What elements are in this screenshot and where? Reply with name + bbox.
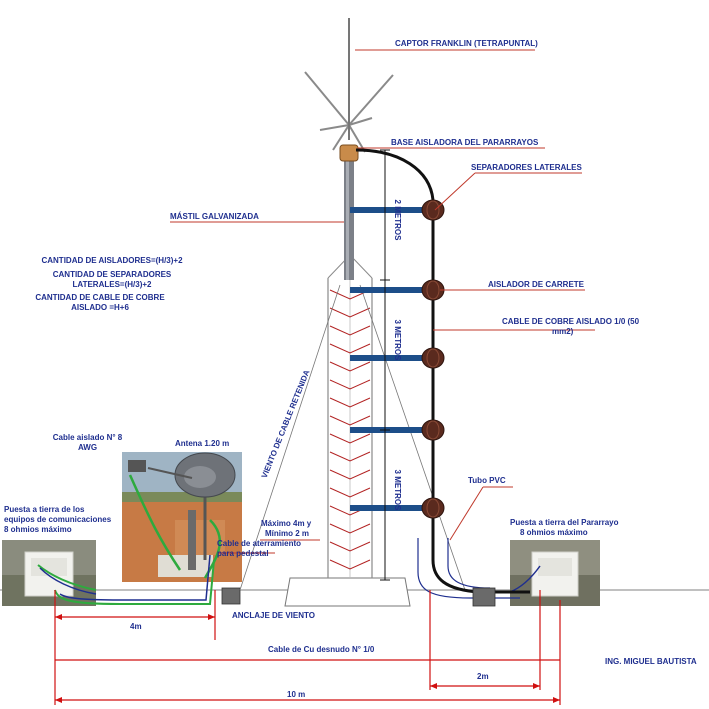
spool-insulator-ring <box>426 420 440 440</box>
label-puesta-pararrayo-1: Puesta a tierra del Pararrayo <box>510 518 619 527</box>
label-maximo-2: Mínimo 2 m <box>265 529 309 538</box>
label-cable-aislado-line2: AWG <box>77 443 98 452</box>
dimension-arrows <box>55 614 560 703</box>
label-puesta-equipos-line3: 8 ohmios máximo <box>4 525 72 534</box>
pvc-tube <box>417 538 520 599</box>
ruler-label-2m: 2 METROS <box>393 200 402 242</box>
label-separadores: SEPARADORES LATERALES <box>471 163 582 172</box>
label-puesta-equipos: Puesta a tierra de los equipos de comuni… <box>4 505 124 535</box>
dim-2m: 2m <box>477 672 489 681</box>
lateral-separator <box>350 207 428 213</box>
label-base: BASE AISLADORA DEL PARARRAYOS <box>391 138 539 147</box>
formula-separadores: CANTIDAD DE SEPARADORES LATERALES=(H/3)+… <box>22 270 202 290</box>
leader-lines <box>170 49 595 554</box>
spool-insulator <box>421 419 445 441</box>
left-ground-box-photo <box>2 540 97 606</box>
label-maximo-1: Máximo 4m y <box>261 519 312 528</box>
label-cable-aislado: Cable aislado N° 8 AWG <box>40 433 135 453</box>
wind-anchor-right <box>472 587 496 607</box>
lateral-separator <box>350 355 428 361</box>
label-puesta-equipos-line2: equipos de comunicaciones <box>4 515 112 524</box>
ground-cable-blue <box>59 554 211 601</box>
formula-cable-line2: AISLADO =H+6 <box>71 303 129 312</box>
label-cable-desnudo: Cable de Cu desnudo N° 1/0 <box>268 645 375 654</box>
formula-cable-line1: CANTIDAD DE CABLE DE COBRE <box>35 293 165 302</box>
height-ruler <box>380 149 390 581</box>
label-autor: ING. MIGUEL BAUTISTA <box>605 657 697 666</box>
spool-insulator <box>421 347 445 369</box>
label-mastil: MÁSTIL GALVANIZADA <box>170 212 259 221</box>
label-anclaje: ANCLAJE DE VIENTO <box>232 611 315 620</box>
label-puesta-equipos-line1: Puesta a tierra de los <box>4 505 85 514</box>
ground-cable-green <box>54 559 215 605</box>
spool-insulator <box>421 497 445 519</box>
label-viento: VIENTO DE CABLE RETENIDA <box>260 368 312 479</box>
formula-aisladores: CANTIDAD DE AISLADORES=(H/3)+2 <box>41 256 183 265</box>
label-captor: CAPTOR FRANKLIN (TETRAPUNTAL) <box>395 39 538 48</box>
spool-insulator-ring <box>426 498 440 518</box>
label-tubo-pvc: Tubo PVC <box>468 476 506 485</box>
formula-separadores-line1: CANTIDAD DE SEPARADORES <box>52 270 172 279</box>
dim-4m: 4m <box>130 622 142 631</box>
lateral-separator <box>350 505 428 511</box>
right-ground-box-photo <box>509 540 600 606</box>
dimension-lines <box>54 590 561 705</box>
lateral-separator <box>350 287 428 293</box>
label-aislador: AISLADOR DE CARRETE <box>488 280 585 289</box>
spool-insulator-ring <box>426 280 440 300</box>
guy-wire-left <box>239 284 341 591</box>
label-puesta-pararrayo-2: 8 ohmios máximo <box>520 528 588 537</box>
label-cable-cobre-2: mm2) <box>552 327 574 336</box>
ruler-label-3m-a: 3 METROS <box>393 320 402 362</box>
spool-insulator-ring <box>426 348 440 368</box>
guy-wire-right <box>359 284 466 591</box>
spool-insulator-ring <box>426 200 440 220</box>
spool-insulator <box>421 199 445 221</box>
lattice-tower <box>327 254 373 578</box>
wind-anchor-left <box>221 587 241 605</box>
formula-separadores-line2: LATERALES=(H/3)+2 <box>72 280 152 289</box>
formula-cable: CANTIDAD DE CABLE DE COBRE AISLADO =H+6 <box>15 293 185 313</box>
label-antena: Antena 1.20 m <box>175 439 229 448</box>
label-cable-aislado-line1: Cable aislado N° 8 <box>52 433 123 442</box>
ruler-label-3m-b: 3 METROS <box>393 470 402 512</box>
tower-base <box>284 577 411 607</box>
dim-10m: 10 m <box>287 690 305 699</box>
tower-bracing <box>329 289 371 570</box>
insulating-base <box>339 144 359 162</box>
label-cable-aterramiento-1: Cable de aterramiento <box>217 539 301 548</box>
label-cable-cobre-1: CABLE DE COBRE AISLADO 1/0 (50 <box>502 317 640 326</box>
antenna-photo <box>122 452 242 582</box>
label-cable-aterramiento-2: para pedestal <box>217 549 269 558</box>
